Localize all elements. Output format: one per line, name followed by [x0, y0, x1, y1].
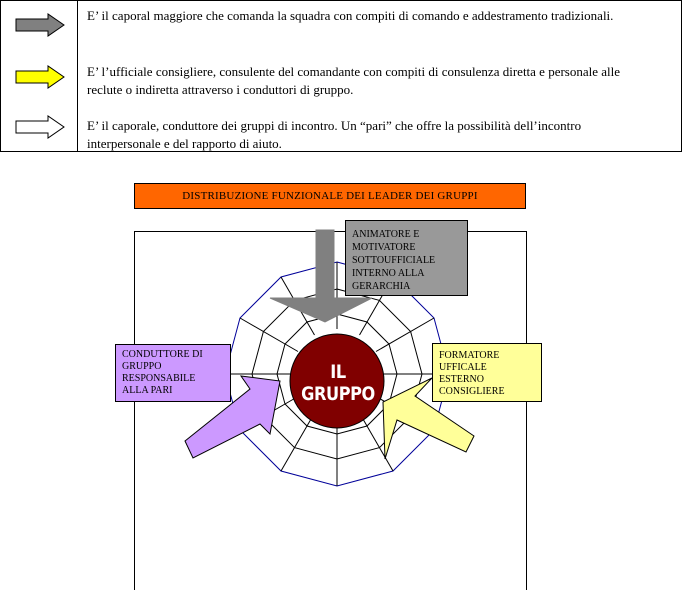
legend-text-white: E’ il caporale, conduttore dei gruppi di…: [87, 118, 582, 151]
legend-text-gray: E’ il caporal maggiore che comanda la sq…: [87, 8, 614, 23]
web-spoke: [359, 412, 394, 472]
center-label: IL GRUPPO: [301, 361, 375, 405]
web-spoke: [239, 317, 299, 352]
legend-text-yellow: E’ l’ufficiale consigliere, consulente d…: [87, 64, 621, 97]
web-spoke: [280, 412, 315, 472]
legend-row-gray: E’ il caporal maggiore che comanda la sq…: [1, 7, 681, 57]
box-conduttore-line: GRUPPO: [122, 361, 162, 372]
web-spoke: [375, 317, 435, 352]
box-conduttore-line: ALLA PARI: [122, 385, 173, 396]
yellow-arrow-icon: [15, 65, 65, 89]
box-formatore-line: ESTERNO: [439, 374, 484, 385]
arrow-left-purple: [184, 375, 281, 459]
legend-row-yellow: E’ l’ufficiale consigliere, consulente d…: [1, 63, 681, 113]
arrow-top-gray: [269, 229, 373, 323]
diagram-title: DISTRIBUZIONE FUNZIONALE DEI LEADER DEI …: [134, 183, 526, 209]
box-conduttore-line: RESPONSABILE: [122, 373, 196, 384]
box-conduttore-line: CONDUTTORE DI: [122, 349, 203, 360]
box-animatore-line: SOTTOUFFICIALE: [352, 255, 436, 266]
box-conduttore: CONDUTTORE DI GRUPPO RESPONSABILE ALLA P…: [115, 344, 231, 402]
white-arrow-icon: [15, 115, 65, 139]
box-formatore: FORMATORE UFFICALE ESTERNO CONSIGLIERE: [432, 343, 542, 402]
box-animatore-line: ANIMATORE E: [352, 229, 420, 240]
legend-table: E’ il caporal maggiore che comanda la sq…: [0, 0, 682, 152]
arrow-right-yellow: [382, 377, 475, 460]
spider-web: [224, 261, 450, 487]
box-animatore: ANIMATORE E MOTIVATORE SOTTOUFFICIALE IN…: [345, 220, 468, 296]
gray-arrow-icon: [15, 13, 65, 37]
box-formatore-line: FORMATORE: [439, 350, 500, 361]
legend-row-white: E’ il caporale, conduttore dei gruppi di…: [1, 115, 681, 167]
legend-arrow-shape: [15, 115, 65, 139]
box-animatore-line: GERARCHIA: [352, 281, 411, 292]
box-formatore-line: UFFICALE: [439, 362, 487, 373]
legend-arrow-shape: [15, 65, 65, 89]
legend-column-separator: [77, 1, 78, 151]
box-animatore-line: INTERNO ALLA: [352, 268, 425, 279]
box-formatore-line: CONSIGLIERE: [439, 386, 505, 397]
legend-arrow-shape: [15, 13, 65, 37]
center-circle: [289, 333, 385, 429]
box-animatore-line: MOTIVATORE: [352, 242, 416, 253]
